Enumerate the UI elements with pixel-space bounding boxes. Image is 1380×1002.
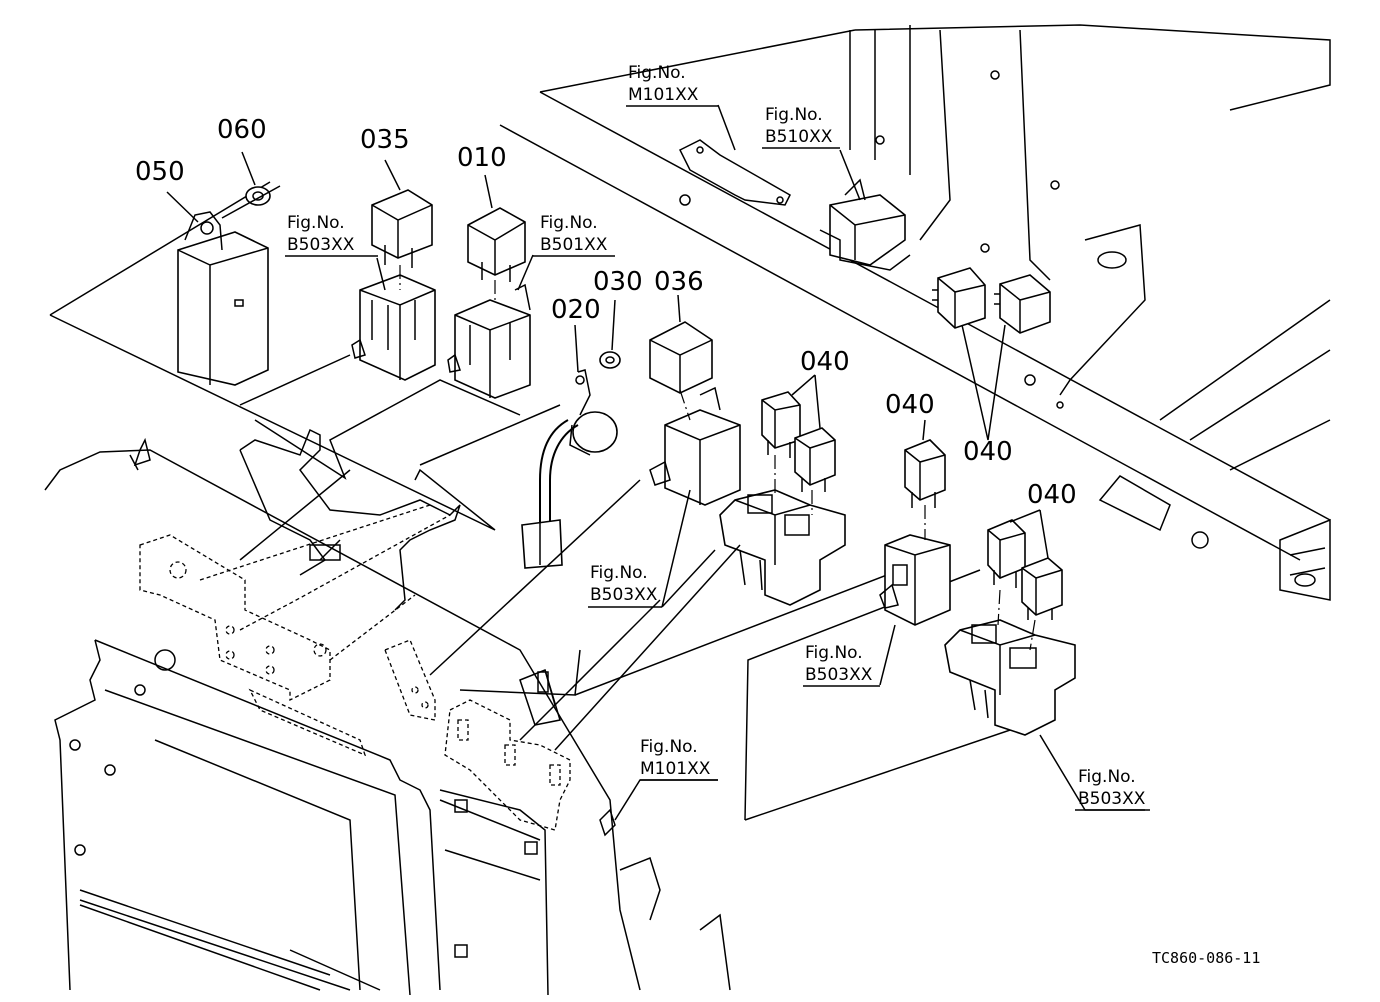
part-035-relay	[371, 189, 433, 268]
relay-040-lower-b	[1021, 557, 1063, 620]
svg-text:Fig.No.: Fig.No.	[765, 105, 823, 125]
svg-text:Fig.No.: Fig.No.	[640, 737, 698, 757]
part-036-relay	[649, 321, 713, 394]
label-060: 060	[217, 115, 267, 145]
svg-text:Fig.No.: Fig.No.	[1078, 767, 1136, 787]
label-040-upper: 040	[963, 437, 1013, 467]
svg-text:Fig.No.: Fig.No.	[287, 213, 345, 233]
label-036: 036	[654, 267, 704, 297]
svg-text:Fig.No.: Fig.No.	[590, 563, 648, 583]
ground-bolt	[519, 668, 561, 726]
ref-m101xx-bottom: Fig.No. M101XX	[640, 737, 718, 781]
ref-b510xx: Fig.No. B510XX	[762, 105, 840, 149]
part-060-nut	[221, 185, 281, 219]
svg-text:Fig.No.: Fig.No.	[805, 643, 863, 663]
ref-m101xx-top: Fig.No. M101XX	[626, 63, 718, 107]
part-050-condenser	[177, 211, 269, 386]
svg-text:Fig.No.: Fig.No.	[540, 213, 598, 233]
figure-references: Fig.No. B503XX Fig.No. B501XX Fig.No. M1…	[285, 63, 1150, 811]
relay-040-upper-right	[994, 274, 1051, 334]
dashed-bracket	[139, 534, 436, 757]
svg-text:B503XX: B503XX	[805, 665, 873, 685]
ref-b503xx-2: Fig.No. B503XX	[588, 563, 662, 608]
part-010-relay	[467, 207, 526, 282]
label-040-mid: 040	[800, 347, 850, 377]
svg-text:Fig.No.: Fig.No.	[628, 63, 686, 83]
label-010: 010	[457, 143, 507, 173]
svg-text:B510XX: B510XX	[765, 127, 833, 147]
studs	[129, 428, 461, 611]
label-050: 050	[135, 157, 185, 187]
relay-040-upper-left	[932, 267, 986, 329]
bracket-upper	[678, 139, 791, 206]
part-030-nut	[599, 351, 621, 369]
assembly-guide-lines	[199, 265, 1036, 751]
ref-b503xx-4: Fig.No. B503XX	[1075, 767, 1150, 811]
label-040-lower: 040	[1027, 480, 1077, 510]
ref-b503xx-3: Fig.No. B503XX	[803, 643, 880, 687]
relay-040-mid-b	[794, 427, 836, 492]
svg-text:M101XX: M101XX	[628, 85, 699, 105]
svg-text:B503XX: B503XX	[1078, 789, 1146, 809]
relay-040-lower-a	[987, 519, 1026, 588]
part-labels: 050 060 035 010 020 030 036 040 040 040 …	[135, 115, 1077, 510]
socket-040-single	[879, 534, 951, 626]
svg-text:B503XX: B503XX	[590, 585, 658, 605]
socket-010	[447, 283, 531, 399]
label-020: 020	[551, 295, 601, 325]
label-030: 030	[593, 267, 643, 297]
upper-frame	[499, 24, 1331, 601]
part-020-harness	[521, 369, 618, 569]
relay-040-single	[904, 439, 946, 508]
ref-b501xx: Fig.No. B501XX	[533, 213, 615, 257]
dashed-terminal-bracket	[444, 699, 571, 831]
svg-text:B501XX: B501XX	[540, 235, 608, 255]
socket-035	[351, 274, 436, 381]
lower-chassis	[44, 449, 731, 996]
label-040-single: 040	[885, 390, 935, 420]
socket-036	[649, 386, 741, 506]
relay-holder-upper	[819, 178, 911, 271]
socket-040-lower	[944, 619, 1076, 736]
assembly-plate-outline	[49, 181, 1026, 821]
ref-b503xx-1: Fig.No. B503XX	[285, 213, 378, 257]
drawing-code: TC860-086-11	[1152, 949, 1260, 967]
svg-text:B503XX: B503XX	[287, 235, 355, 255]
svg-text:M101XX: M101XX	[640, 759, 711, 779]
label-035: 035	[360, 125, 410, 155]
